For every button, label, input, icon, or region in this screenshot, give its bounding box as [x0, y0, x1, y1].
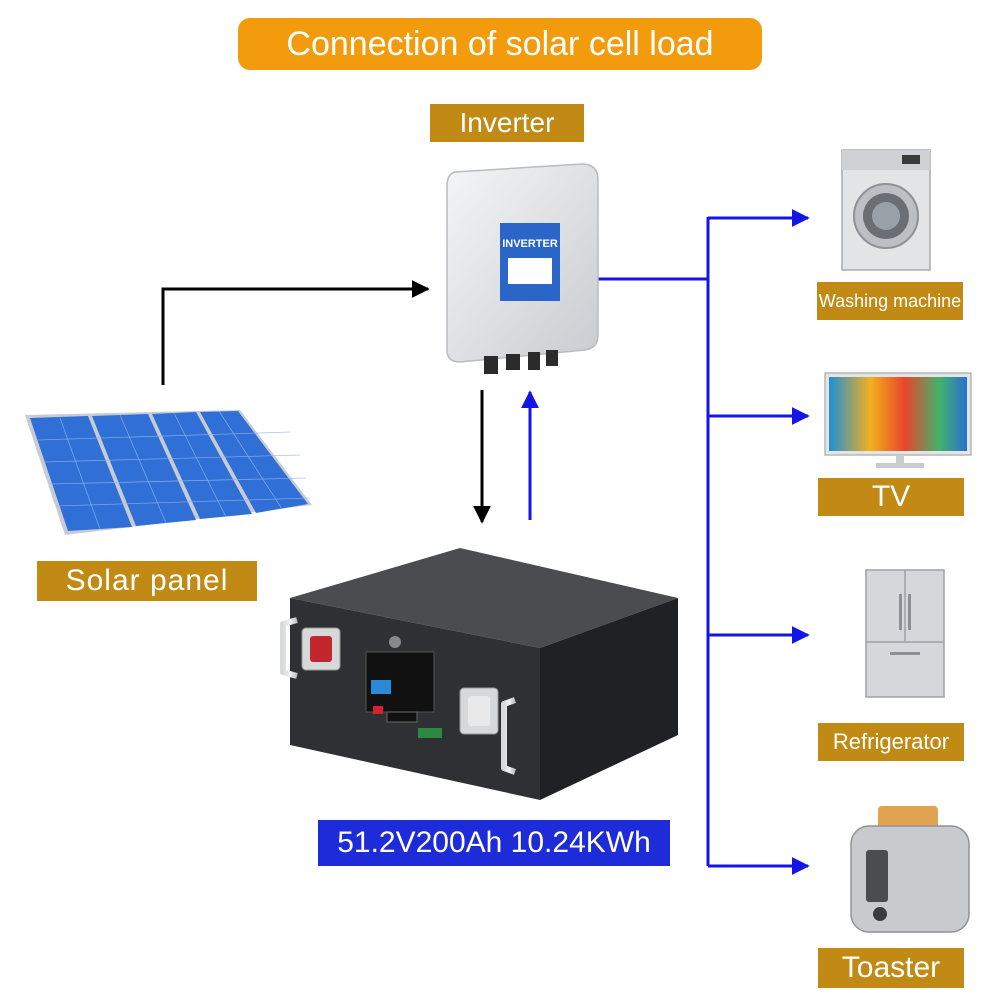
washing-machine-icon: [841, 149, 931, 271]
diagram-title: Connection of solar cell load: [238, 18, 762, 70]
tv-label: TV: [818, 478, 964, 516]
solar-panel-label: Solar panel: [37, 561, 257, 601]
battery-label: 51.2V200Ah 10.24KWh: [318, 820, 670, 866]
refrigerator-icon: [865, 569, 945, 698]
toaster-label: Toaster: [818, 948, 964, 988]
solar-panel-icon: [25, 410, 312, 535]
battery-icon: [280, 548, 678, 800]
tv-icon: [824, 372, 972, 468]
solar-to-inverter-arrow: [161, 280, 430, 385]
inverter-icon: INVERTER: [446, 163, 599, 374]
inverter-panel-text: INVERTER: [502, 238, 558, 250]
refrigerator-label: Refrigerator: [818, 723, 964, 761]
washing-machine-label: Washing machine: [817, 282, 963, 320]
toaster-icon: [850, 806, 970, 933]
inverter-label: Inverter: [430, 104, 584, 142]
inverter-to-loads-bus: [598, 209, 810, 875]
